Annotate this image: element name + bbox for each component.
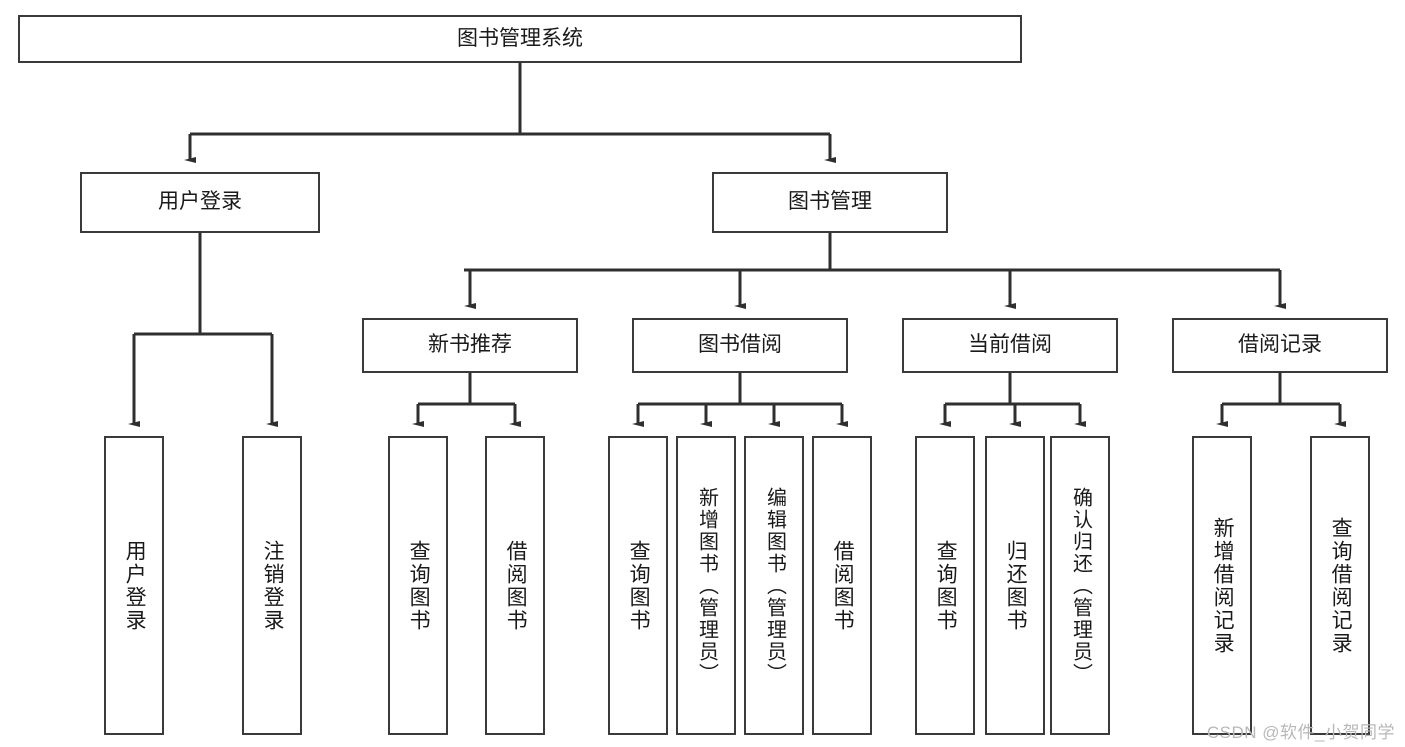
node-leaf-query-book[interactable]: 查询图书: [608, 436, 668, 735]
node-leaf-add-book-label: 新增图书（管理员）: [695, 486, 718, 685]
node-leaf-confirm-return[interactable]: 确认归还（管理员）: [1050, 436, 1110, 735]
node-leaf-confirm-return-label: 确认归还（管理员）: [1069, 486, 1092, 685]
node-leaf-query-book-label: 查询图书: [627, 539, 651, 632]
watermark-text: CSDN @软件_小贺同学: [1206, 723, 1395, 742]
node-leaf-query-book-cur[interactable]: 查询图书: [915, 436, 975, 735]
node-book-manage-label: 图书管理: [788, 190, 872, 214]
node-new-book-rec-label: 新书推荐: [428, 333, 512, 357]
node-leaf-user-login-label: 用户登录: [123, 539, 147, 632]
node-leaf-query-book-rec-label: 查询图书: [407, 539, 431, 632]
node-leaf-edit-book-label: 编辑图书（管理员）: [763, 486, 786, 685]
node-book-borrow[interactable]: 图书借阅: [632, 318, 848, 373]
node-leaf-borrow-book-rec-label: 借阅图书: [504, 539, 528, 632]
node-leaf-query-record-label: 查询借阅记录: [1329, 516, 1353, 655]
node-current-borrow-label: 当前借阅: [968, 333, 1052, 357]
node-current-borrow[interactable]: 当前借阅: [902, 318, 1118, 373]
node-new-book-rec[interactable]: 新书推荐: [362, 318, 578, 373]
node-user-login-label: 用户登录: [158, 190, 242, 214]
node-leaf-user-logout-label: 注销登录: [261, 539, 285, 632]
node-leaf-query-book-rec[interactable]: 查询图书: [388, 436, 448, 735]
node-leaf-add-book[interactable]: 新增图书（管理员）: [676, 436, 736, 735]
node-user-login[interactable]: 用户登录: [80, 172, 320, 233]
node-leaf-return-book[interactable]: 归还图书: [985, 436, 1045, 735]
node-leaf-borrow-book[interactable]: 借阅图书: [812, 436, 872, 735]
node-leaf-query-book-cur-label: 查询图书: [934, 539, 958, 632]
node-borrow-record[interactable]: 借阅记录: [1172, 318, 1388, 373]
node-leaf-borrow-book-label: 借阅图书: [831, 539, 855, 632]
node-root-system-label: 图书管理系统: [457, 26, 583, 50]
node-borrow-record-label: 借阅记录: [1238, 333, 1322, 357]
node-book-borrow-label: 图书借阅: [698, 333, 782, 357]
node-leaf-user-logout[interactable]: 注销登录: [242, 436, 302, 735]
node-leaf-add-record-label: 新增借阅记录: [1211, 516, 1235, 655]
node-leaf-return-book-label: 归还图书: [1004, 539, 1028, 632]
node-book-manage[interactable]: 图书管理: [712, 172, 948, 233]
node-leaf-user-login[interactable]: 用户登录: [104, 436, 164, 735]
node-leaf-borrow-book-rec[interactable]: 借阅图书: [485, 436, 545, 735]
node-leaf-edit-book[interactable]: 编辑图书（管理员）: [744, 436, 804, 735]
node-root-system[interactable]: 图书管理系统: [18, 15, 1022, 63]
node-leaf-add-record[interactable]: 新增借阅记录: [1192, 436, 1252, 735]
node-leaf-query-record[interactable]: 查询借阅记录: [1310, 436, 1370, 735]
